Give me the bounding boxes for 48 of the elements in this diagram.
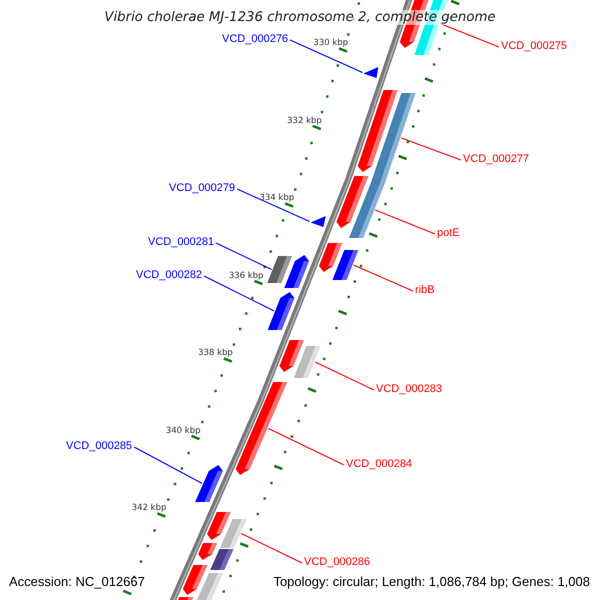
gene-label: VCD_000276 — [222, 33, 288, 45]
gene-block — [363, 67, 378, 78]
leader-line — [314, 362, 374, 390]
gene-label: VCD_000279 — [169, 182, 236, 194]
leader-line — [440, 23, 500, 48]
leader-line — [240, 533, 302, 564]
gene-block — [349, 182, 386, 238]
footer-text: Accession: NC_012667 — [9, 574, 145, 589]
gene-label: VCD_000285 — [66, 440, 132, 452]
gene-block — [197, 573, 223, 600]
scale-label: 342 kbp — [132, 503, 166, 513]
gene-label: potE — [437, 227, 460, 239]
gene-block — [195, 465, 223, 502]
gene-label: VCD_000286 — [304, 556, 370, 568]
gene-block — [310, 216, 326, 227]
scale-label: 332 kbp — [287, 116, 322, 126]
scale-label: 330 kbp — [313, 38, 348, 48]
leader-line — [134, 446, 203, 484]
leader-line — [352, 264, 414, 292]
gene-label: VCD_000282 — [136, 269, 202, 281]
gene-block — [236, 382, 288, 475]
gene-block — [198, 543, 218, 560]
leader-line — [290, 40, 363, 73]
gene-block — [267, 256, 292, 283]
scale-label: 334 kbp — [259, 193, 294, 203]
gene-block — [332, 250, 358, 280]
gene-block — [220, 519, 247, 548]
gene-block — [294, 346, 320, 378]
leader-line — [236, 188, 310, 222]
gene-label: VCD_000283 — [376, 383, 442, 395]
gene-label: VCD_000281 — [148, 236, 214, 248]
scale-label: 340 kbp — [166, 426, 200, 436]
gene-block — [268, 292, 294, 330]
gene-label: ribB — [415, 284, 435, 296]
gene-block — [178, 597, 194, 600]
leader-line — [268, 428, 344, 466]
gene-block — [370, 93, 416, 183]
leader-line — [374, 210, 436, 234]
scale-label: 336 kbp — [228, 270, 264, 280]
gene-label: VCD_000277 — [463, 153, 530, 165]
leader-line — [216, 242, 272, 270]
gene-label: VCD_000275 — [501, 40, 568, 52]
scale-label: 338 kbp — [198, 348, 233, 358]
leader-line — [400, 138, 462, 160]
leader-line — [204, 276, 275, 312]
gene-label: VCD_000284 — [346, 458, 412, 470]
gene-block — [210, 549, 234, 570]
footer-text: Topology: circular; Length: 1,086,784 bp; Genes: 1,008 — [273, 574, 590, 589]
